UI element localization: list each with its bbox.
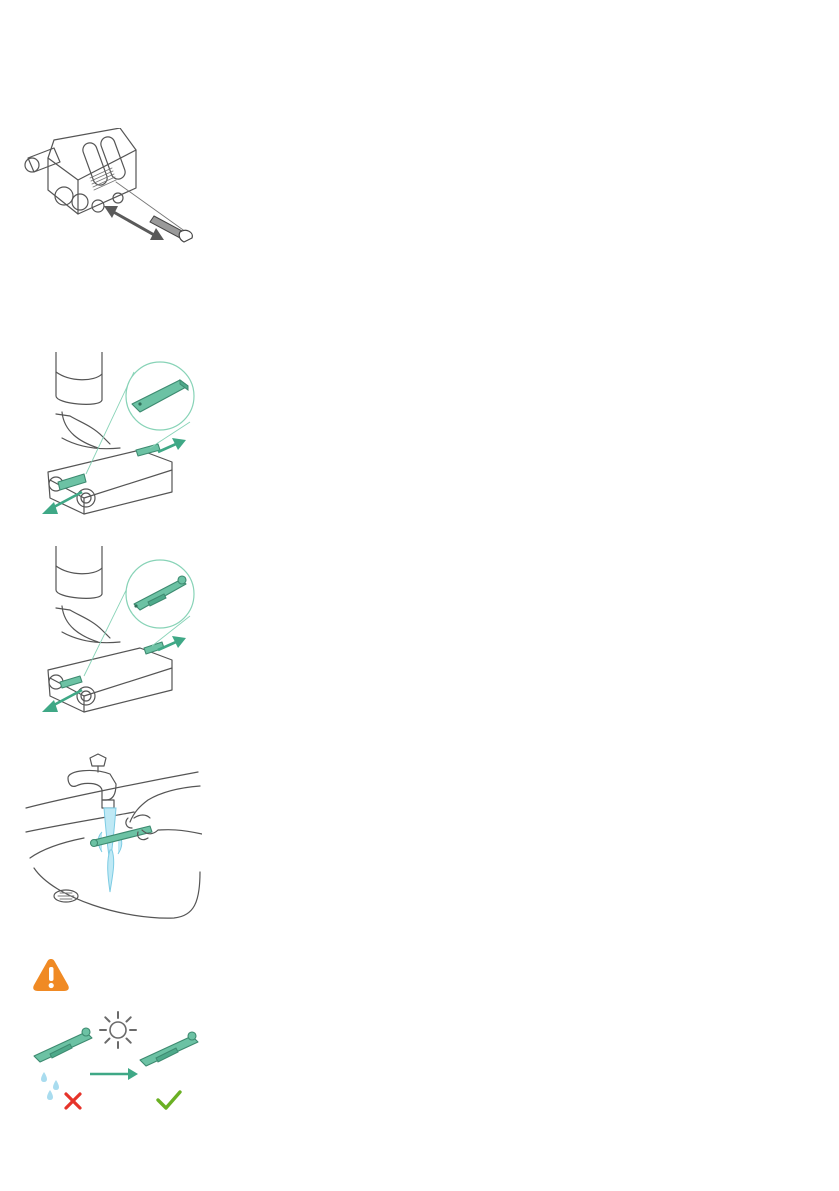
wet-brush-bar bbox=[34, 1028, 92, 1062]
figure-dry-completely bbox=[30, 1010, 200, 1116]
arrow-right-icon bbox=[90, 1068, 138, 1080]
figure-slide-out-brush-bars bbox=[40, 546, 200, 718]
check-icon bbox=[158, 1092, 180, 1108]
sun-icon bbox=[100, 1012, 136, 1048]
figure-slide-out-end-caps bbox=[40, 352, 200, 520]
dry-brush-bar bbox=[140, 1032, 198, 1066]
warning-triangle-icon bbox=[32, 957, 70, 993]
figure-rinse-under-tap bbox=[24, 752, 202, 924]
cross-icon bbox=[66, 1094, 80, 1108]
figure-remove-end-cap bbox=[24, 128, 196, 256]
water-drop-icon bbox=[41, 1072, 59, 1100]
